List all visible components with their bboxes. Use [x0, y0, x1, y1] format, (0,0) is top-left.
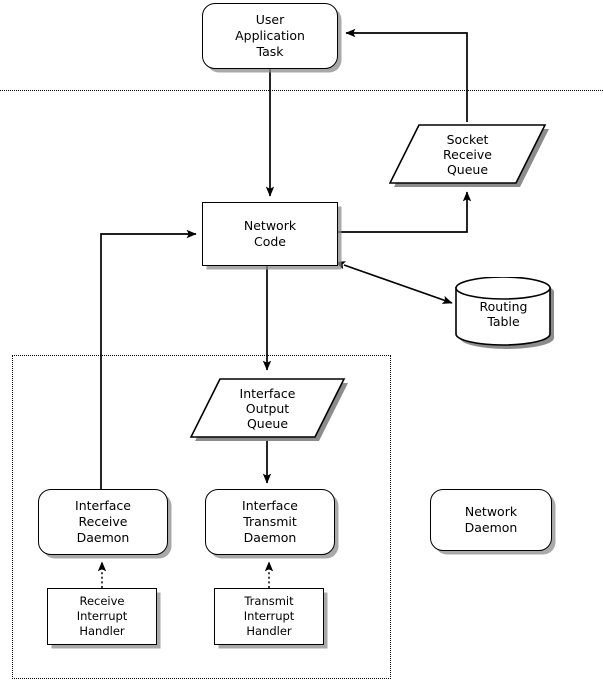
node-label-line: Network	[243, 217, 297, 233]
node-network-daemon[interactable]: Network Daemon	[430, 489, 552, 551]
node-label-line: Receive	[78, 513, 128, 529]
driver-region	[12, 355, 391, 679]
node-receive-interrupt-handler[interactable]: Receive Interrupt Handler	[47, 588, 157, 645]
node-routing-table[interactable]: Routing Table	[455, 276, 554, 349]
node-socket-receive-queue[interactable]: Socket Receive Queue	[388, 122, 549, 187]
node-label-line: Handler	[79, 623, 125, 638]
node-interface-output-queue[interactable]: Interface Output Queue	[189, 376, 348, 441]
node-label-line: Daemon	[243, 530, 297, 546]
node-label-line: Daemon	[76, 530, 130, 546]
node-label-line: Transmit	[243, 513, 297, 529]
node-interface-receive-daemon[interactable]: Interface Receive Daemon	[38, 489, 168, 555]
edge-network-code-routing-table	[335, 261, 453, 304]
node-label-line: Application	[235, 27, 305, 43]
parallelogram-shape	[189, 378, 348, 441]
node-label-line: Handler	[246, 623, 292, 638]
edge-network-code-to-socket-queue	[338, 191, 472, 233]
node-label-line: Receive	[79, 594, 125, 609]
node-label-line: Task	[256, 44, 284, 60]
user-kernel-divider	[0, 90, 603, 91]
cylinder-shape	[455, 276, 554, 349]
node-network-code[interactable]: Network Code	[202, 202, 338, 266]
node-interface-transmit-daemon[interactable]: Interface Transmit Daemon	[205, 489, 335, 555]
edge-socket-queue-to-user-task	[345, 28, 468, 122]
node-transmit-interrupt-handler[interactable]: Transmit Interrupt Handler	[214, 588, 324, 645]
node-user-application-task[interactable]: User Application Task	[202, 3, 338, 69]
parallelogram-shape	[388, 124, 549, 187]
node-label-line: Interrupt	[76, 609, 128, 624]
node-label-line: Transmit	[244, 594, 294, 609]
node-label-line: Interrupt	[243, 609, 295, 624]
node-label-line: Interface	[75, 497, 131, 513]
edge-receive-daemon-to-network-code	[100, 229, 197, 489]
node-label-line: Daemon	[464, 520, 518, 535]
node-label-line: User	[255, 11, 285, 27]
node-label-line: Code	[253, 234, 286, 249]
node-label-line: Interface	[242, 497, 298, 513]
node-label-line: Network	[464, 503, 518, 519]
